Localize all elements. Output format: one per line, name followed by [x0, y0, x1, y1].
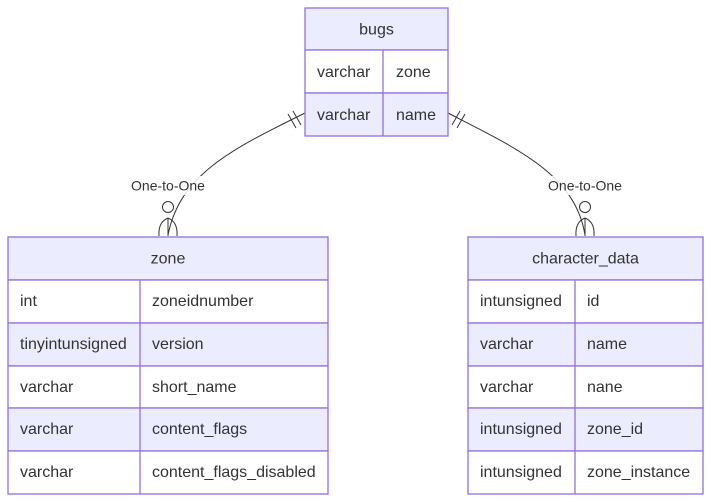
- entity-bugs: bugs varchar zone varchar name: [304, 7, 449, 137]
- attribute-type: varchar: [317, 64, 371, 81]
- attribute-name: zone_id: [587, 421, 643, 438]
- attribute-row: [467, 407, 704, 452]
- entity-character-data: character_data intunsigned id varchar na…: [467, 236, 704, 495]
- cardinality-zero-or-more-marker: [575, 201, 595, 237]
- attribute-type: intunsigned: [480, 421, 562, 438]
- attribute-row: [7, 322, 329, 367]
- relationship-line: [447, 112, 586, 236]
- entity-title: character_data: [532, 251, 639, 268]
- attribute-name: zone: [396, 64, 431, 81]
- attribute-row: [7, 450, 329, 495]
- attribute-name: content_flags: [152, 421, 247, 438]
- attribute-name: zoneidnumber: [152, 293, 254, 310]
- relationship-label: One-to-One: [131, 178, 205, 194]
- attribute-name: version: [152, 336, 204, 353]
- entity-title: zone: [151, 251, 186, 268]
- relationship-bugs-character-data: One-to-One: [447, 110, 627, 237]
- relationship-label: One-to-One: [548, 178, 622, 194]
- cardinality-zero-or-more-marker: [158, 201, 178, 237]
- attribute-name: nane: [587, 379, 623, 396]
- attribute-row: [7, 365, 329, 409]
- attribute-type: varchar: [317, 107, 371, 124]
- entity-zone: zone int zoneidnumber tinyintunsigned ve…: [7, 236, 329, 495]
- attribute-name: content_flags_disabled: [152, 464, 316, 481]
- entity-title: bugs: [359, 22, 394, 39]
- attribute-row: [304, 49, 449, 94]
- cardinality-exactly-one-marker: [287, 110, 302, 129]
- attribute-name: id: [587, 293, 599, 310]
- attribute-name: name: [396, 107, 436, 124]
- relationship-bugs-zone: One-to-One: [126, 110, 306, 237]
- entity-header: [7, 236, 329, 281]
- attribute-row: [467, 322, 704, 367]
- attribute-type: varchar: [20, 464, 74, 481]
- attribute-type: intunsigned: [480, 293, 562, 310]
- attribute-name: zone_instance: [587, 464, 690, 481]
- attribute-type: varchar: [20, 421, 74, 438]
- attribute-row: [467, 279, 704, 324]
- attribute-type: tinyintunsigned: [20, 336, 127, 353]
- attribute-type: int: [20, 293, 37, 310]
- cardinality-exactly-one-marker: [451, 110, 466, 129]
- attribute-row: [467, 450, 704, 495]
- attribute-row: [304, 92, 449, 137]
- attribute-type: varchar: [480, 336, 534, 353]
- attribute-row: [7, 279, 329, 324]
- attribute-type: intunsigned: [480, 464, 562, 481]
- attribute-type: varchar: [20, 379, 74, 396]
- attribute-name: name: [587, 336, 627, 353]
- entity-header: [467, 236, 704, 281]
- relationship-line: [167, 112, 306, 236]
- attribute-type: varchar: [480, 379, 534, 396]
- attribute-row: [467, 365, 704, 409]
- attribute-name: short_name: [152, 379, 237, 396]
